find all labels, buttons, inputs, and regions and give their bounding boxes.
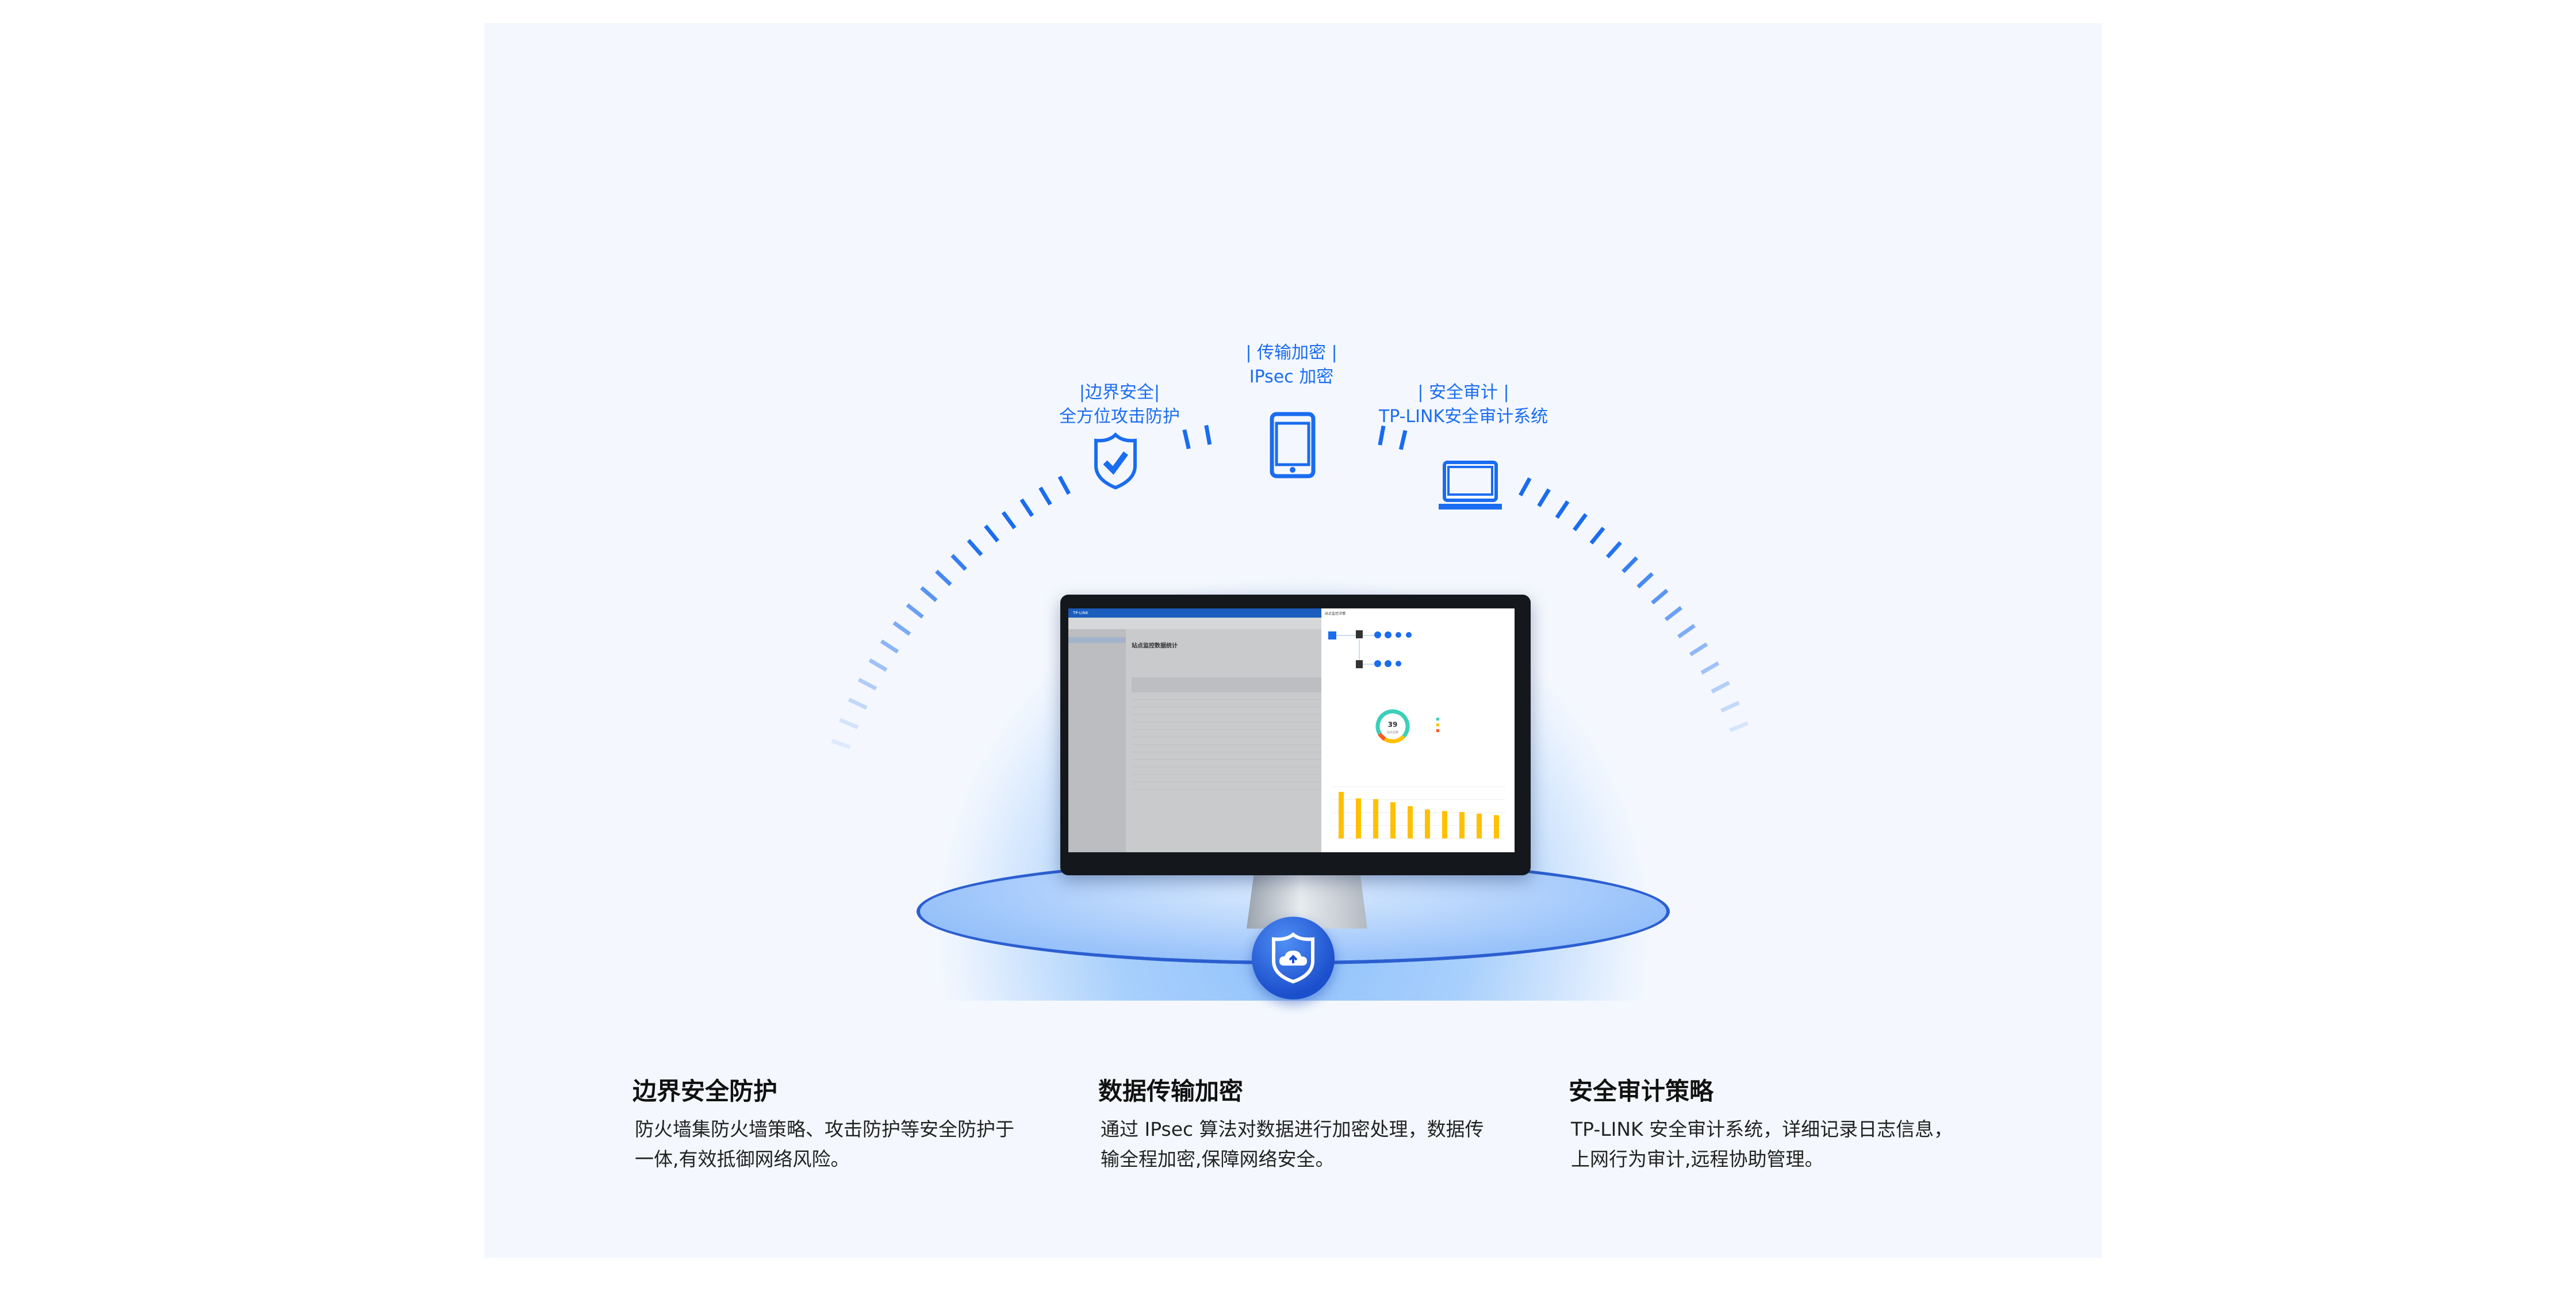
arc-tick bbox=[892, 621, 911, 636]
arc-tick bbox=[1182, 429, 1191, 450]
arc-tick bbox=[906, 603, 924, 619]
bar bbox=[1477, 813, 1482, 838]
desc-line: 上网行为审计,远程协助管理。 bbox=[1571, 1148, 1824, 1170]
arc-tick bbox=[1711, 680, 1730, 694]
tablet-icon bbox=[1270, 412, 1316, 478]
network-topology bbox=[1328, 630, 1412, 668]
bar bbox=[1373, 799, 1378, 838]
shield-check-icon bbox=[1094, 432, 1137, 490]
legend-swatch bbox=[1436, 729, 1439, 732]
arc-tick bbox=[1537, 488, 1551, 507]
arc-tick bbox=[857, 677, 877, 691]
donut-chart bbox=[1375, 709, 1439, 744]
desc-line: 一体,有效抵御网络风险。 bbox=[635, 1148, 850, 1170]
arc-tick bbox=[1573, 513, 1588, 531]
arc-tick bbox=[1398, 430, 1408, 450]
dashboard-left: TP-LINK 站点监控数据统计 bbox=[1068, 608, 1321, 852]
bar bbox=[1390, 802, 1396, 838]
donut-segment bbox=[1375, 709, 1410, 744]
donut-value: 39 bbox=[1387, 721, 1398, 729]
arc-tick bbox=[1720, 700, 1740, 713]
bar bbox=[1459, 812, 1465, 838]
feature-heading-audit: 安全审计策略 bbox=[1569, 1077, 1714, 1105]
bar bbox=[1442, 811, 1447, 838]
label-title: | 安全审计 | bbox=[1417, 382, 1509, 403]
legend-swatch bbox=[1436, 723, 1439, 726]
bar bbox=[1425, 809, 1430, 838]
arc-tick bbox=[984, 524, 999, 543]
feature-panel: |边界安全| 全方位攻击防护 | 传输加密 | IPsec 加密 | 安全审计 … bbox=[484, 23, 2102, 1258]
dashboard-detail-panel: 站点监控详情 39 站点总数 bbox=[1321, 608, 1515, 852]
arc-tick bbox=[950, 554, 967, 571]
label-title: |边界安全| bbox=[1079, 382, 1160, 403]
dashed-arc bbox=[831, 424, 1749, 749]
arc-tick bbox=[1518, 477, 1532, 497]
bar bbox=[1494, 815, 1499, 838]
arc-tick bbox=[839, 718, 859, 730]
arc-tick bbox=[1019, 498, 1034, 517]
feature-label-boundary: |边界安全| 全方位攻击防护 bbox=[1059, 381, 1180, 429]
arc-tick bbox=[1621, 556, 1639, 573]
feature-heading-encryption: 数据传输加密 bbox=[1098, 1077, 1244, 1105]
feature-desc-audit: TP-LINK 安全审计系统，详细记录日志信息， 上网行为审计,远程协助管理。 bbox=[1571, 1114, 1962, 1174]
donut-segment bbox=[1375, 709, 1410, 744]
arc-tick bbox=[1038, 487, 1052, 505]
monitor: TP-LINK 站点监控数据统计 站点监控详情 39 站点总数 bbox=[1060, 595, 1531, 875]
arc-tick bbox=[1001, 511, 1017, 530]
desc-line: 输全程加密,保障网络安全。 bbox=[1101, 1148, 1335, 1170]
arc-tick bbox=[1605, 541, 1622, 559]
arc-tick bbox=[880, 639, 899, 654]
laptop-icon bbox=[1439, 461, 1502, 510]
arc-tick bbox=[920, 586, 938, 602]
cloud-shield-badge bbox=[1252, 917, 1335, 999]
table-header bbox=[1132, 677, 1321, 692]
dashboard-tabs bbox=[1068, 618, 1321, 629]
bar-chart bbox=[1333, 786, 1505, 839]
arc-tick bbox=[935, 569, 952, 587]
donut-label: 站点总数 bbox=[1386, 731, 1398, 734]
arc-tick bbox=[1677, 623, 1696, 639]
feature-desc-boundary: 防火墙集防火墙策略、攻击防护等安全防护于 一体,有效抵御网络风险。 bbox=[635, 1114, 1026, 1174]
arc-tick bbox=[1204, 424, 1212, 445]
bar bbox=[1339, 792, 1344, 838]
arc-tick bbox=[1700, 661, 1720, 675]
legend-swatch bbox=[1436, 718, 1439, 721]
arc-tick bbox=[868, 658, 888, 672]
bar bbox=[1356, 798, 1361, 838]
label-title: | 传输加密 | bbox=[1245, 343, 1337, 363]
arc-tick bbox=[1728, 721, 1749, 733]
desc-line: 通过 IPsec 算法对数据进行加密处理，数据传 bbox=[1101, 1118, 1484, 1140]
label-subtitle: TP-LINK安全审计系统 bbox=[1378, 407, 1548, 427]
arc-tick bbox=[1589, 526, 1605, 545]
desc-line: TP-LINK 安全审计系统，详细记录日志信息， bbox=[1571, 1118, 1953, 1140]
cloud-shield-icon bbox=[1272, 932, 1314, 984]
bar bbox=[1408, 806, 1413, 838]
arc-tick bbox=[1555, 500, 1570, 519]
feature-desc-encryption: 通过 IPsec 算法对数据进行加密处理，数据传 输全程加密,保障网络安全。 bbox=[1101, 1114, 1492, 1174]
arc-tick bbox=[1636, 572, 1654, 589]
arc-tick bbox=[1057, 476, 1071, 495]
dashboard-sidebar bbox=[1068, 629, 1126, 852]
arc-tick bbox=[1689, 642, 1708, 657]
arc-tick bbox=[1664, 606, 1682, 622]
label-subtitle: 全方位攻击防护 bbox=[1059, 407, 1180, 427]
arc-tick bbox=[831, 738, 851, 749]
feature-label-encryption: | 传输加密 | IPsec 加密 bbox=[1245, 341, 1337, 389]
dashboard-page-title: 站点监控数据统计 bbox=[1132, 643, 1178, 649]
detail-title: 站点监控详情 bbox=[1325, 612, 1346, 616]
arc-tick bbox=[967, 539, 983, 557]
feature-label-audit: | 安全审计 | TP-LINK安全审计系统 bbox=[1379, 381, 1548, 429]
arc-tick bbox=[848, 698, 868, 710]
label-subtitle: IPsec 加密 bbox=[1249, 367, 1334, 387]
desc-line: 防火墙集防火墙策略、攻击防护等安全防护于 bbox=[635, 1118, 1014, 1140]
arc-tick bbox=[1651, 588, 1669, 605]
dashboard-header: TP-LINK bbox=[1068, 608, 1321, 618]
table-rows bbox=[1132, 692, 1321, 796]
monitor-screen: TP-LINK 站点监控数据统计 站点监控详情 39 站点总数 bbox=[1068, 608, 1515, 852]
arc-tick bbox=[1378, 425, 1386, 446]
feature-heading-boundary: 边界安全防护 bbox=[632, 1077, 778, 1105]
